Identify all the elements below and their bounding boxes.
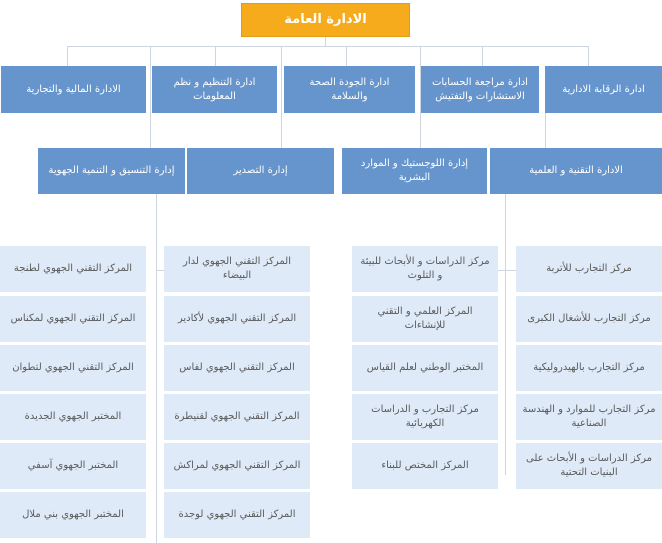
connector-row1-drop-5 — [588, 46, 589, 66]
connector-row2-drop-mid — [281, 46, 282, 148]
dept-label: إدارة التنسيق و التنمية الجهوية — [48, 165, 175, 176]
center-regional-marrakech: المركز التقني الجهوي لمراكش — [164, 443, 310, 489]
center-regional-fes: المركز التقني الجهوي لفاس — [164, 345, 310, 391]
center-label: المركز العلمي و التقني للإنشاءات — [377, 306, 473, 331]
center-electrical-testing: مركز التجارب و الدراسات الكهربائية — [352, 394, 498, 440]
center-metrology-lab: المختبر الوطني لعلم القياس — [352, 345, 498, 391]
lab-regional-el-jadida: المختبر الجهوي الجديدة — [0, 394, 146, 440]
center-label: مركز التجارب للأشغال الكبرى — [527, 313, 651, 324]
connector-row1-drop-1 — [67, 46, 68, 66]
connector-row1-bus — [67, 46, 588, 47]
dept-technical-scientific: الادارة التقنية و العلمية — [490, 148, 662, 194]
connector-row1-drop-3 — [346, 46, 347, 66]
center-construction-science: المركز العلمي و التقني للإنشاءات — [352, 296, 498, 342]
center-public-works-testing: مركز التجارب للأشغال الكبرى — [516, 296, 662, 342]
connector-col2-spine — [505, 193, 506, 475]
center-label: المركز المختص للبناء — [381, 460, 469, 471]
connector-top-stem — [325, 36, 326, 46]
connector-row1-drop-4 — [482, 46, 483, 66]
center-regional-tangier: المركز التقني الجهوي لطنجة — [0, 246, 146, 292]
lab-regional-beni-mellal: المختبر الجهوي بني ملال — [0, 492, 146, 538]
center-building-specialized: المركز المختص للبناء — [352, 443, 498, 489]
center-hydraulic-testing: مركز التجارب بالهيدروليكية — [516, 345, 662, 391]
center-label: المركز التقني الجهوي لمكناس — [10, 313, 136, 324]
dept-label: الادارة التقنية و العلمية — [529, 165, 623, 176]
dept-logistics-hr: إدارة اللوجستيك و الموارد البشرية — [342, 148, 487, 194]
connector-col3-spine — [156, 270, 164, 271]
center-label: المختبر الجهوي الجديدة — [24, 411, 122, 422]
dept-regional-coordination: إدارة التنسيق و التنمية الجهوية — [38, 148, 185, 194]
dept-label: ادارة مراجعة الحسابات الاستشارات والتفتي… — [432, 76, 528, 102]
center-label: المركز التقني الجهوي لطنجة — [13, 263, 133, 274]
center-regional-kenitra: المركز التقني الجهوي لقنيطرة — [164, 394, 310, 440]
center-regional-casablanca: المركز التقني الجهوي لدار البيضاء — [164, 246, 310, 292]
center-label: المختبر الوطني لعلم القياس — [366, 362, 484, 373]
lab-regional-safi: المختبر الجهوي آسفي — [0, 443, 146, 489]
dept-label: ادارة الرقابة الادارية — [562, 83, 645, 95]
center-environment-research: مركز الدراسات و الأبحاث للبيئة و التلوث — [352, 246, 498, 292]
connector-row2-drop-left — [150, 46, 151, 148]
center-regional-oujda: المركز التقني الجهوي لوجدة — [164, 492, 310, 538]
center-label: المختبر الجهوي بني ملال — [22, 509, 124, 520]
dept-organization-it: ادارة التنظيم و نظم المعلومات — [152, 66, 277, 113]
center-label: المركز التقني الجهوي لقنيطرة — [174, 411, 300, 422]
dept-audit-consulting: ادارة مراجعة الحسابات الاستشارات والتفتي… — [421, 66, 539, 113]
dept-export: إدارة التصدير — [187, 148, 334, 194]
center-regional-meknes: المركز التقني الجهوي لمكناس — [0, 296, 146, 342]
dept-label: إدارة التصدير — [233, 165, 288, 176]
center-label: المختبر الجهوي آسفي — [27, 460, 119, 471]
dept-finance-commerce: الادارة المالية والتجارية — [1, 66, 146, 113]
center-label: مركز الدراسات و الأبحاث على البنيات التح… — [525, 453, 652, 478]
center-label: المركز التقني الجهوي لوجدة — [178, 509, 296, 520]
center-regional-agadir: المركز التقني الجهوي لأكادير — [164, 296, 310, 342]
center-label: المركز التقني الجهوي لدار البيضاء — [183, 256, 291, 281]
general-management-label: الادارة العامة — [284, 12, 367, 27]
center-label: مركز الدراسات و الأبحاث للبيئة و التلوث — [360, 256, 490, 281]
center-label: مركز التجارب للموارد و الهندسة الصناعية — [522, 404, 656, 429]
center-label: مركز التجارب و الدراسات الكهربائية — [371, 404, 479, 429]
center-label: مركز التجارب بالهيدروليكية — [533, 362, 645, 373]
center-label: مركز التجارب للأتربة — [546, 263, 632, 274]
dept-label: ادارة الجودة الصحة والسلامة — [309, 76, 390, 102]
dept-label: الادارة المالية والتجارية — [26, 83, 121, 95]
connector-row2-drop-right — [420, 46, 421, 148]
connector-col4-spine — [156, 193, 157, 543]
center-label: المركز التقني الجهوي لمراكش — [173, 460, 301, 471]
center-infrastructure-research: مركز الدراسات و الأبحاث على البنيات التح… — [516, 443, 662, 489]
center-label: المركز التقني الجهوي لفاس — [179, 362, 295, 373]
general-management-box: الادارة العامة — [241, 3, 410, 37]
center-label: المركز التقني الجهوي لتطوان — [12, 362, 134, 373]
dept-administrative-control: ادارة الرقابة الادارية — [545, 66, 662, 113]
center-soil-testing: مركز التجارب للأتربة — [516, 246, 662, 292]
dept-label: ادارة التنظيم و نظم المعلومات — [173, 76, 256, 102]
connector-row1-drop-2 — [215, 46, 216, 66]
center-materials-industrial: مركز التجارب للموارد و الهندسة الصناعية — [516, 394, 662, 440]
center-label: المركز التقني الجهوي لأكادير — [177, 313, 297, 324]
center-regional-tetouan: المركز التقني الجهوي لتطوان — [0, 345, 146, 391]
connector-row2-drop-far — [545, 112, 546, 148]
dept-quality-safety: ادارة الجودة الصحة والسلامة — [284, 66, 415, 113]
dept-label: إدارة اللوجستيك و الموارد البشرية — [360, 158, 469, 183]
connector-col2-tick — [498, 270, 516, 271]
